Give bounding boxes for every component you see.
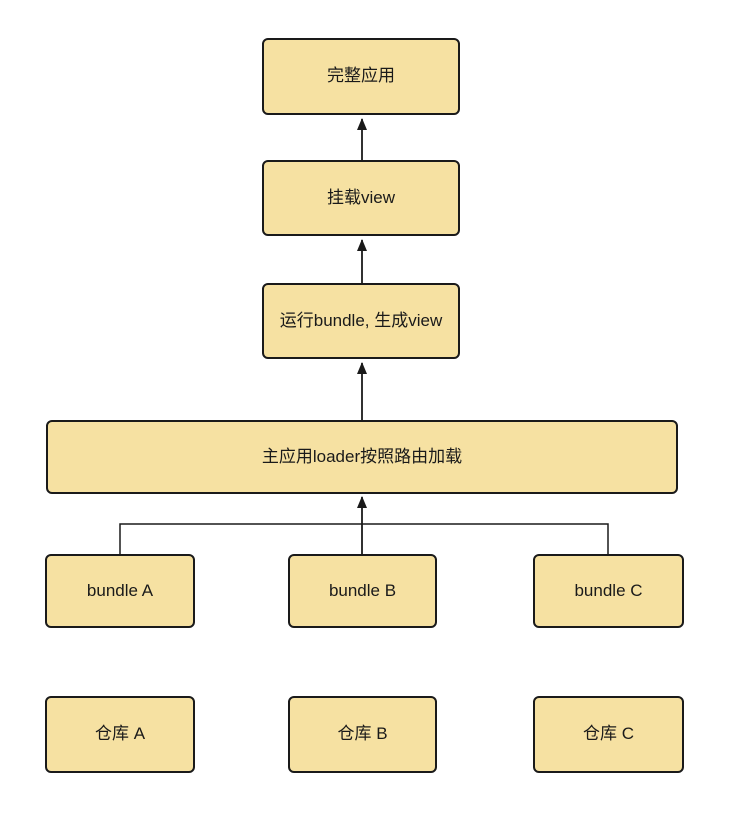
node-repo-b-label: 仓库 B bbox=[337, 724, 388, 744]
node-bundle-b: bundle B bbox=[288, 554, 437, 628]
node-run-bundle: 运行bundle, 生成view bbox=[262, 283, 460, 359]
node-full-app: 完整应用 bbox=[262, 38, 460, 115]
node-mount-view: 挂载view bbox=[262, 160, 460, 236]
node-bundle-c-label: bundle C bbox=[574, 580, 643, 600]
bundle-junction-line bbox=[119, 523, 609, 555]
node-bundle-c: bundle C bbox=[533, 554, 684, 628]
node-repo-c: 仓库 C bbox=[533, 696, 684, 773]
node-full-app-label: 完整应用 bbox=[327, 66, 395, 86]
node-bundle-b-label: bundle B bbox=[328, 580, 397, 600]
node-loader-label: 主应用loader按照路由加载 bbox=[261, 446, 463, 466]
node-repo-b: 仓库 B bbox=[288, 696, 437, 773]
node-mount-view-label: 挂载view bbox=[326, 187, 395, 207]
node-bundle-a: bundle A bbox=[45, 554, 195, 628]
node-bundle-a-label: bundle A bbox=[86, 580, 154, 600]
node-repo-c-label: 仓库 C bbox=[583, 724, 634, 744]
node-repo-a: 仓库 A bbox=[45, 696, 195, 773]
node-run-bundle-label: 运行bundle, 生成view bbox=[279, 310, 443, 330]
node-loader: 主应用loader按照路由加载 bbox=[46, 420, 678, 494]
node-repo-a-label: 仓库 A bbox=[94, 724, 146, 744]
